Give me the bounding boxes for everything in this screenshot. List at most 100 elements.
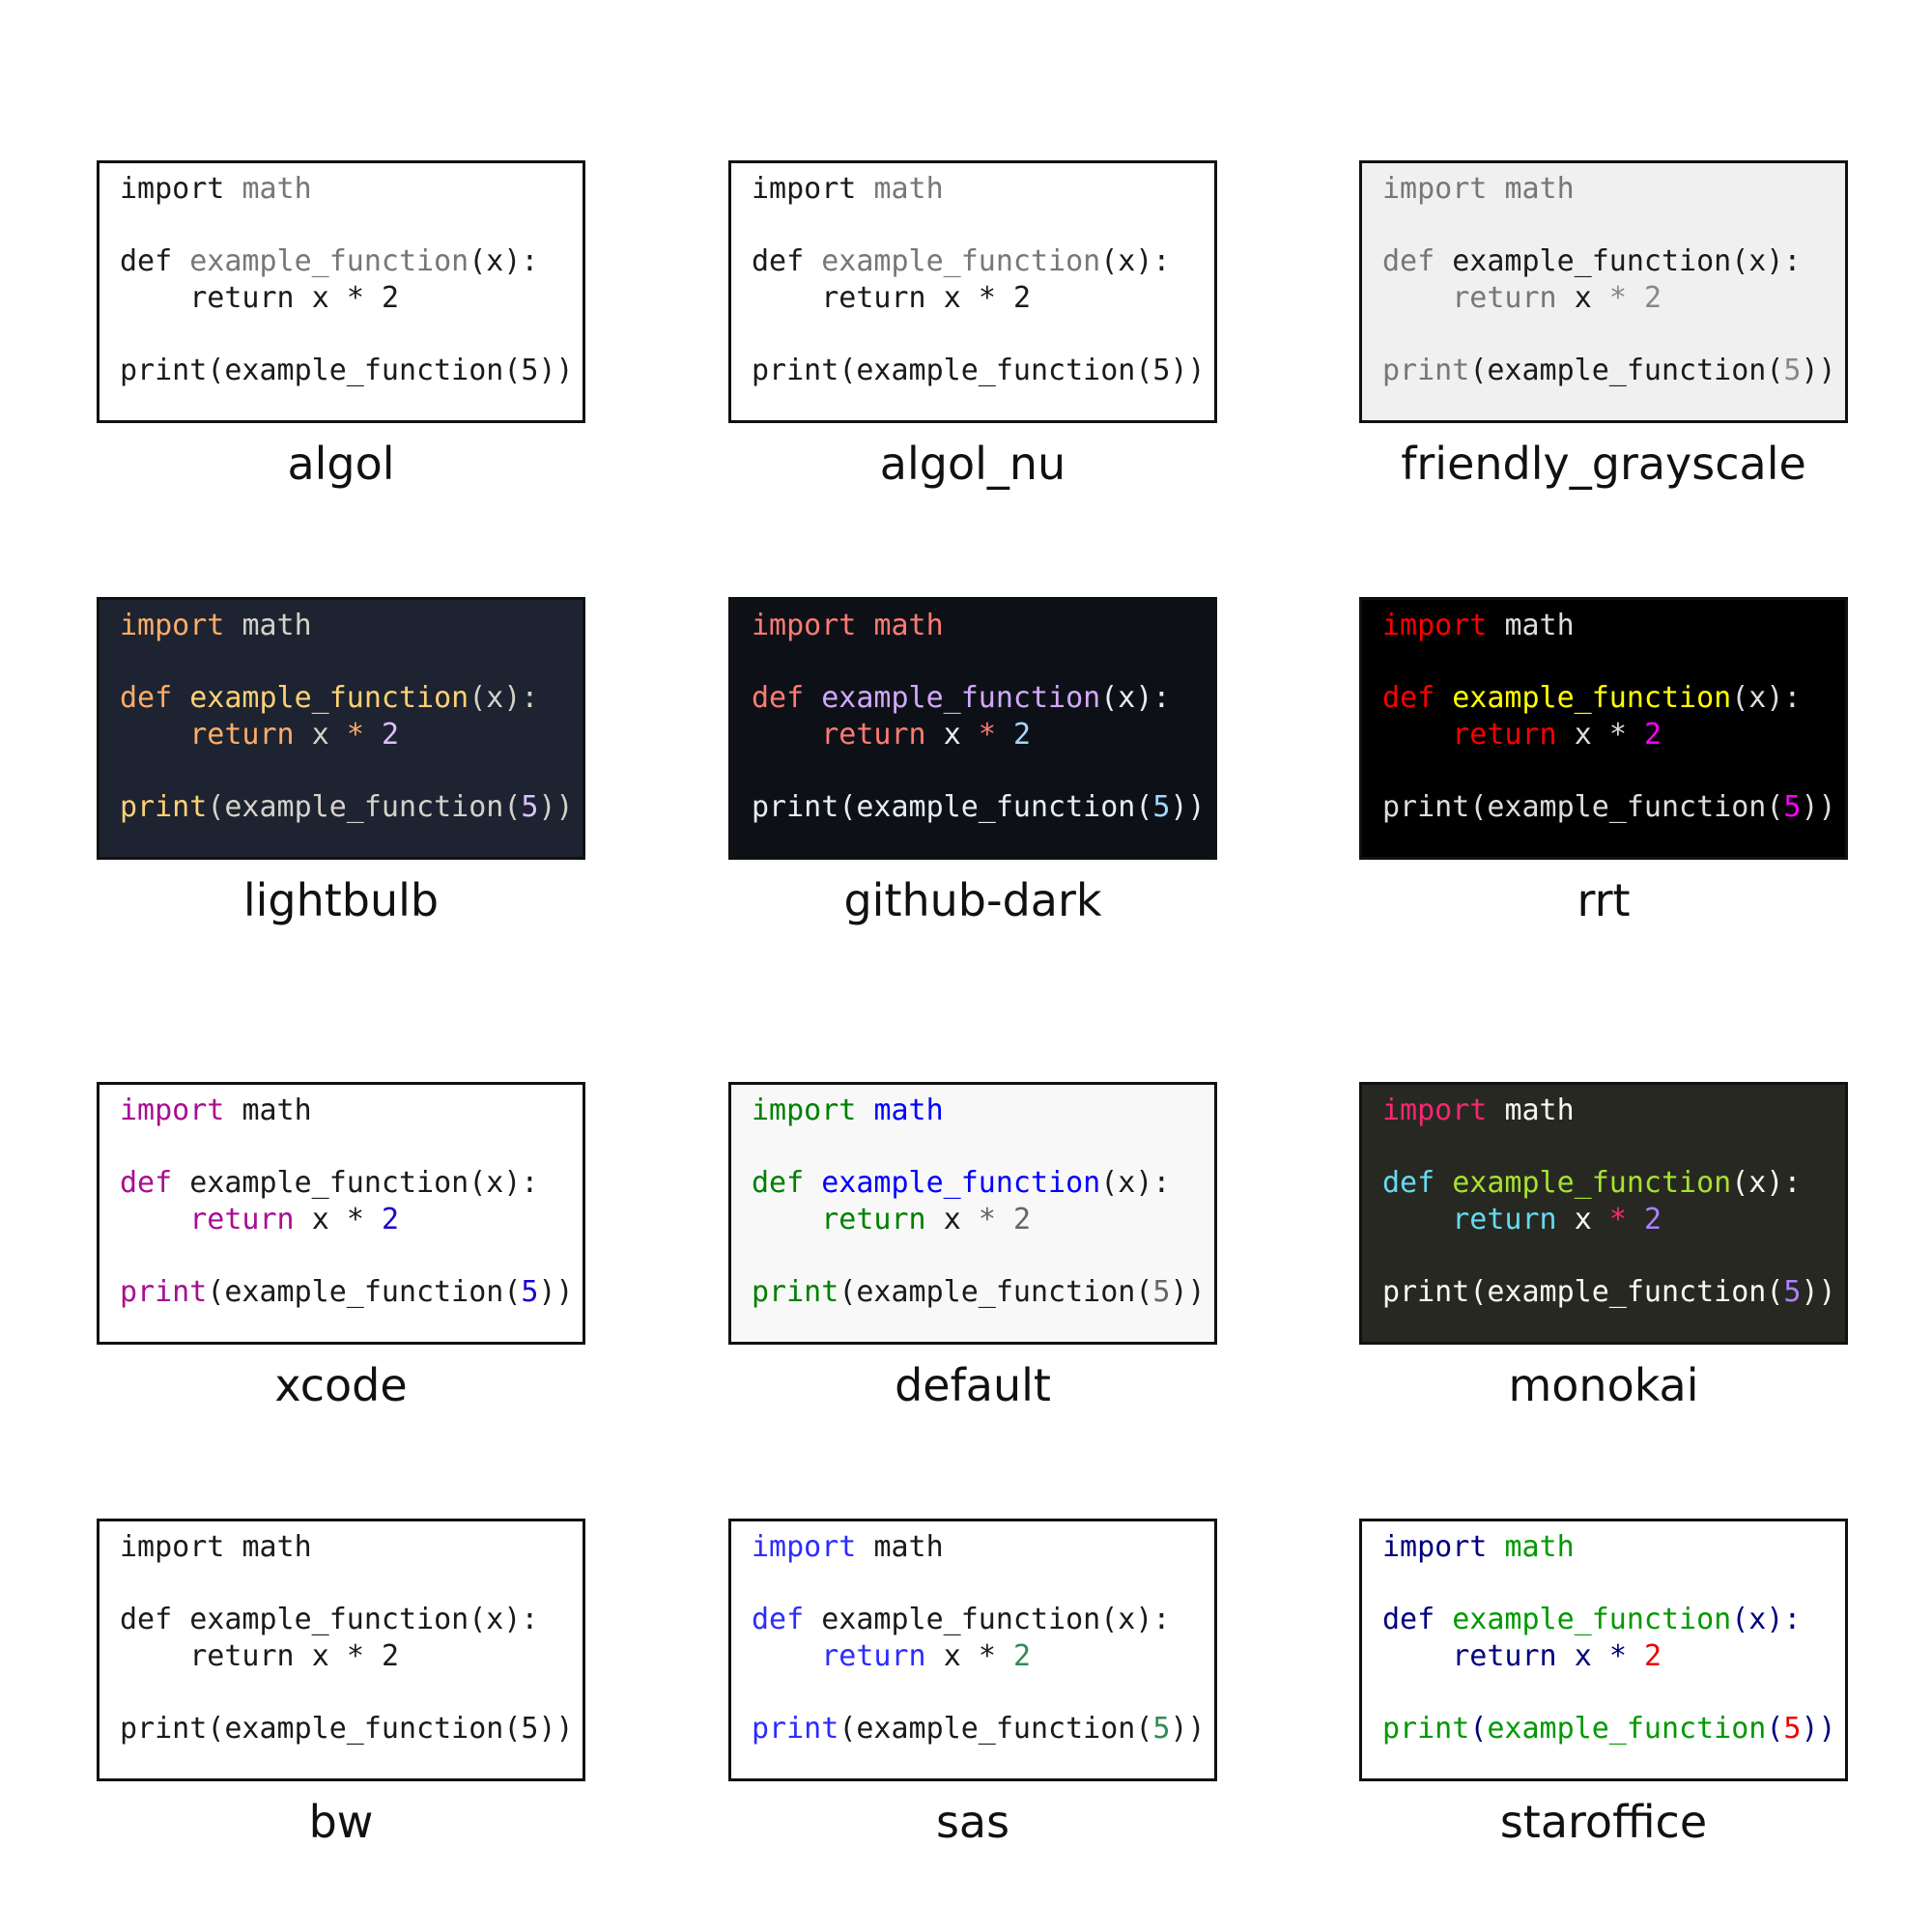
- code-line: import math: [120, 1533, 312, 1562]
- code-token: math: [873, 1530, 944, 1564]
- code-token: example_function: [189, 1603, 469, 1636]
- code-token: (: [1469, 790, 1488, 824]
- code-token: import: [120, 609, 225, 642]
- code-token: [804, 681, 821, 715]
- code-token: 5: [1152, 1275, 1171, 1309]
- code-token: x: [486, 244, 504, 278]
- code-token: (: [1731, 1603, 1749, 1636]
- code-token: ): [555, 354, 574, 387]
- code-token: (: [503, 790, 522, 824]
- code-token: [856, 609, 873, 642]
- code-token: math: [873, 172, 944, 206]
- code-token: ): [1135, 1603, 1153, 1636]
- code-line: return x * 2: [120, 284, 399, 313]
- code-token: [364, 1639, 382, 1673]
- code-token: [1627, 718, 1644, 752]
- code-token: 5: [1152, 790, 1171, 824]
- code-token: :: [1152, 1166, 1171, 1200]
- code-token: [752, 1639, 821, 1673]
- code-token: example_function: [224, 1275, 504, 1309]
- code-token: [1592, 281, 1609, 315]
- code-token: *: [978, 1203, 996, 1236]
- code-token: x: [1118, 1166, 1136, 1200]
- code-token: [295, 281, 312, 315]
- code-token: :: [1783, 244, 1802, 278]
- code-token: [1557, 1639, 1575, 1673]
- code-line: def example_function(x):: [752, 1605, 1170, 1634]
- code-token: print: [120, 354, 208, 387]
- code-token: 5: [521, 790, 539, 824]
- code-token: def: [1382, 1166, 1435, 1200]
- code-token: def: [120, 1166, 173, 1200]
- style-name-label: rrt: [1577, 874, 1631, 926]
- code-token: [926, 1639, 944, 1673]
- code-token: [1557, 718, 1575, 752]
- code-line: return x * 2: [752, 284, 1031, 313]
- code-token: ): [1818, 1275, 1836, 1309]
- code-line: return x * 2: [120, 721, 399, 750]
- code-token: example_function: [856, 1712, 1136, 1746]
- code-token: [856, 172, 873, 206]
- code-token: ): [1766, 1166, 1784, 1200]
- code-token: [1592, 1203, 1609, 1236]
- code-token: example_function: [1452, 244, 1732, 278]
- style-name-label: algol: [287, 438, 395, 490]
- code-token: (: [1100, 681, 1119, 715]
- code-token: ): [1135, 1166, 1153, 1200]
- code-token: import: [1382, 1094, 1488, 1127]
- code-token: *: [1608, 281, 1627, 315]
- code-line: import math: [752, 175, 944, 204]
- code-token: [120, 1203, 189, 1236]
- code-token: (: [1100, 1603, 1119, 1636]
- code-token: def: [752, 1166, 805, 1200]
- code-token: (: [469, 1166, 487, 1200]
- code-token: def: [1382, 681, 1435, 715]
- code-line: return x * 2: [1382, 1206, 1662, 1235]
- code-line: print(example_function(5)): [1382, 356, 1836, 385]
- code-token: ): [1766, 1603, 1784, 1636]
- code-token: (: [1469, 354, 1488, 387]
- code-token: import: [752, 1094, 857, 1127]
- code-token: *: [346, 1639, 364, 1673]
- code-token: example_function: [1487, 1275, 1767, 1309]
- code-token: *: [346, 718, 364, 752]
- code-token: (: [1731, 681, 1749, 715]
- code-token: example_function: [1487, 354, 1767, 387]
- style-name-label: staroffice: [1499, 1796, 1708, 1848]
- code-line: print(example_function(5)): [120, 1715, 574, 1744]
- code-token: ): [1801, 1275, 1819, 1309]
- code-token: def: [1382, 1603, 1435, 1636]
- code-token: 5: [521, 1712, 539, 1746]
- code-token: (: [503, 1275, 522, 1309]
- code-token: [364, 281, 382, 315]
- code-token: [224, 1094, 242, 1127]
- code-line: def example_function(x):: [752, 684, 1170, 713]
- code-token: [1592, 718, 1609, 752]
- code-token: math: [242, 609, 312, 642]
- code-token: ): [555, 790, 574, 824]
- code-token: x: [943, 1203, 961, 1236]
- code-line: print(example_function(5)): [120, 356, 574, 385]
- code-token: ): [1801, 790, 1819, 824]
- code-token: 2: [381, 1639, 399, 1673]
- code-token: return: [821, 1203, 926, 1236]
- code-token: def: [120, 681, 173, 715]
- code-line: return x * 2: [120, 1206, 399, 1235]
- code-token: ): [1187, 1712, 1206, 1746]
- code-token: [1435, 244, 1452, 278]
- code-token: (: [838, 1712, 857, 1746]
- code-token: [1627, 1203, 1644, 1236]
- code-token: :: [1152, 681, 1171, 715]
- code-token: example_function: [1452, 1603, 1732, 1636]
- code-token: print: [120, 1712, 208, 1746]
- code-token: print: [752, 354, 839, 387]
- code-token: return: [821, 718, 926, 752]
- code-token: return: [189, 1639, 295, 1673]
